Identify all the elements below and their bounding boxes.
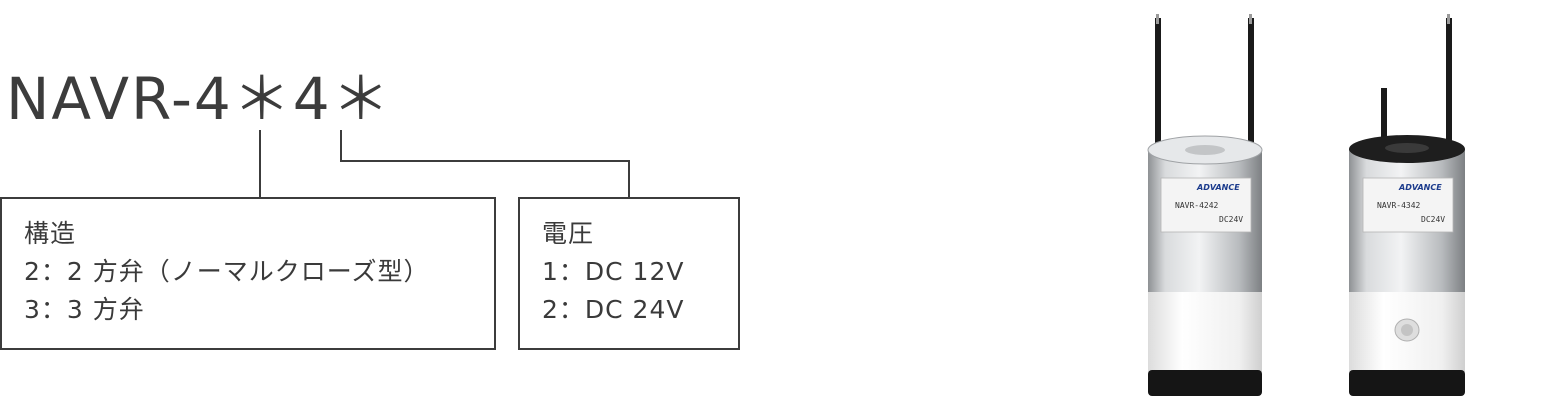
voltage-option-1: 1：DC 12V [542,257,685,286]
model-code: NAVR-4＊4＊ [6,65,392,133]
structure-heading: 構造 [24,219,77,248]
model-label: NAVR-4242 [1175,201,1219,210]
lead-wire [1446,18,1452,148]
lead-wire [1248,18,1254,148]
connector-lines [259,130,630,198]
structure-option-2: 2：2 方弁（ノーマルクローズ型） [24,257,430,286]
base-ring [1148,370,1262,396]
lead-wire [1155,18,1161,148]
lead-wire [1381,88,1387,150]
voltage-heading: 電圧 [542,219,595,248]
nameplate [1160,177,1252,233]
base-ring [1349,370,1465,396]
voltage-label: DC24V [1219,215,1243,224]
valve-photo-left: ADVANCE NAVR-4242 DC24V [1147,14,1263,396]
brand-label: ADVANCE [1196,183,1240,192]
voltage-connector [340,130,630,198]
voltage-label: DC24V [1421,215,1445,224]
valve-body [1148,292,1262,372]
nameplate [1362,177,1454,233]
voltage-option-2: 2：DC 24V [542,295,685,324]
structure-box: 構造 2：2 方弁（ノーマルクローズ型） 3：3 方弁 [0,197,496,350]
brand-label: ADVANCE [1398,183,1442,192]
voltage-box: 電圧 1：DC 12V 2：DC 24V [518,197,740,350]
valve-photo-right: ADVANCE NAVR-4342 DC24V [1349,14,1465,396]
model-label: NAVR-4342 [1377,201,1421,210]
structure-option-3: 3：3 方弁 [24,295,145,324]
